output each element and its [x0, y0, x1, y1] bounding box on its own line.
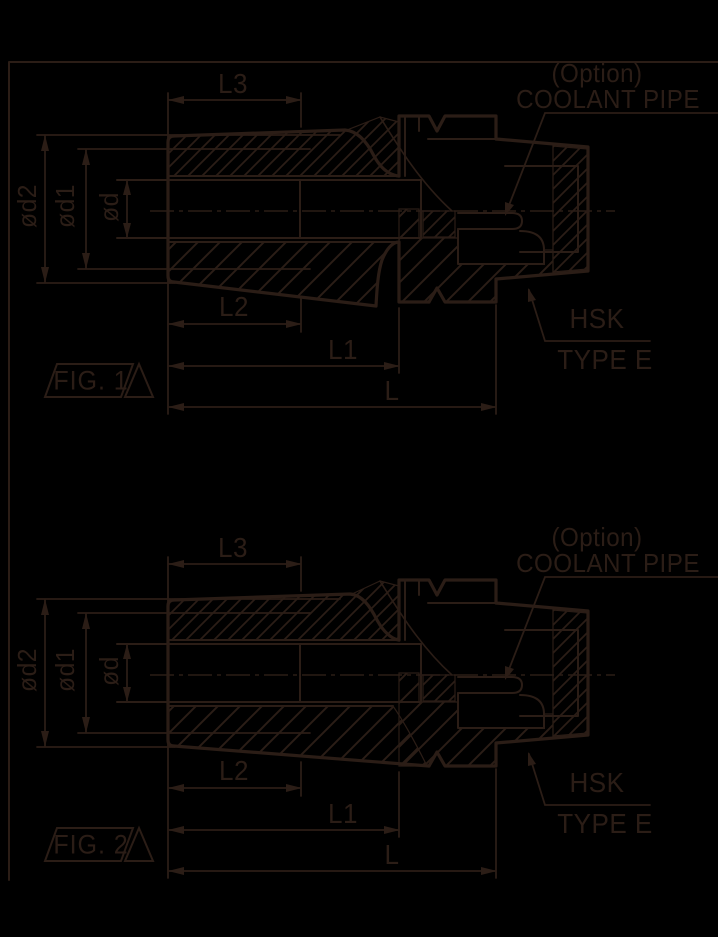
fig1-dim-label-l1: L1	[328, 334, 358, 365]
fig2-hsk-label: HSK	[569, 767, 625, 798]
fig2-nose-outline	[166, 592, 431, 768]
fig2-nose-inner-lines	[167, 639, 398, 707]
fig1-type-e-label: TYPE E	[557, 344, 653, 375]
fig2-dim-label-od2: ød2	[12, 648, 42, 692]
fig2-coolant-pipe-label: COOLANT PIPE	[516, 548, 700, 578]
fig1-option-label: (Option)	[551, 58, 643, 88]
fig1-dim-label-od: ød	[94, 192, 124, 222]
fig2-dim-label-l3: L3	[218, 532, 248, 563]
figure-1-drawing	[35, 91, 718, 416]
page-frame	[8, 61, 718, 881]
figure-2-drawing	[35, 555, 718, 880]
fig1-dim-label-l3: L3	[218, 68, 248, 99]
fig2-dim-label-l: L	[384, 839, 400, 870]
fig1-dim-label-od1: ød1	[50, 184, 80, 228]
fig2-option-label: (Option)	[551, 522, 643, 552]
fig1-dim-label-l: L	[384, 375, 400, 406]
fig2-dim-label-od1: ød1	[50, 648, 80, 692]
fig1-hsk-label: HSK	[569, 303, 625, 334]
fig1-coolant-pipe-label: COOLANT PIPE	[516, 84, 700, 114]
fig1-dim-label-od2: ød2	[12, 184, 42, 228]
fig1-caption: FIG. 1	[53, 365, 129, 396]
fig1-nose-outline	[166, 128, 431, 308]
fig2-type-e-label: TYPE E	[557, 808, 653, 839]
fig1-dim-label-l2: L2	[219, 291, 249, 322]
fig2-dim-label-l2: L2	[219, 755, 249, 786]
fig2-dim-label-od: ød	[94, 656, 124, 686]
fig1-nose-inner-lines	[167, 175, 398, 243]
fig2-caption: FIG. 2	[53, 829, 129, 860]
fig2-dim-label-l1: L1	[328, 798, 358, 829]
